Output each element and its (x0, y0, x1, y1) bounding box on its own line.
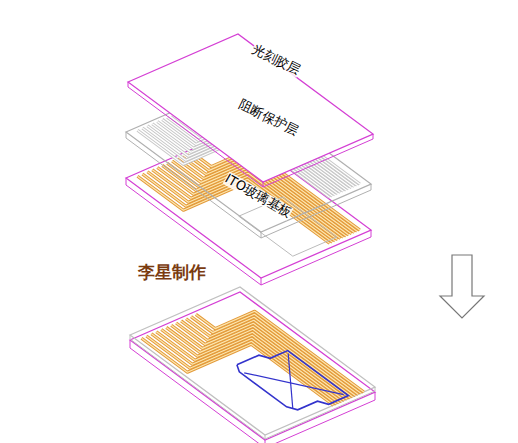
layer-edge (261, 232, 262, 238)
layer-edge (373, 134, 374, 139)
layer-edge (265, 440, 266, 443)
layer-plate (130, 287, 375, 435)
electrode-trace (196, 311, 364, 392)
watermark: 李星制作 (138, 263, 206, 282)
blue-pattern (237, 351, 349, 410)
blue-pattern (244, 373, 343, 395)
layer-edge (371, 230, 372, 237)
layer-edge (130, 340, 131, 348)
electrode-trace (176, 323, 353, 397)
layer-edge (126, 132, 127, 138)
electrode-trace (176, 323, 353, 397)
layer-edge (130, 335, 131, 339)
blank-box (6, 14, 94, 42)
layer-edge (375, 392, 376, 400)
down-arrow (440, 255, 484, 318)
layer-edge (128, 82, 129, 87)
layer-edge (126, 178, 127, 185)
layer-edge (128, 87, 373, 187)
blue-pattern (288, 354, 293, 409)
layer-edge (261, 278, 262, 285)
layer-edge (375, 387, 376, 391)
layer-edge (130, 339, 375, 439)
layer-plate (128, 34, 373, 182)
layer-edge (265, 435, 266, 439)
electrode-trace (196, 311, 364, 392)
layer-edge (371, 184, 372, 190)
layer-edge (263, 182, 264, 187)
layer-plate (130, 292, 375, 440)
